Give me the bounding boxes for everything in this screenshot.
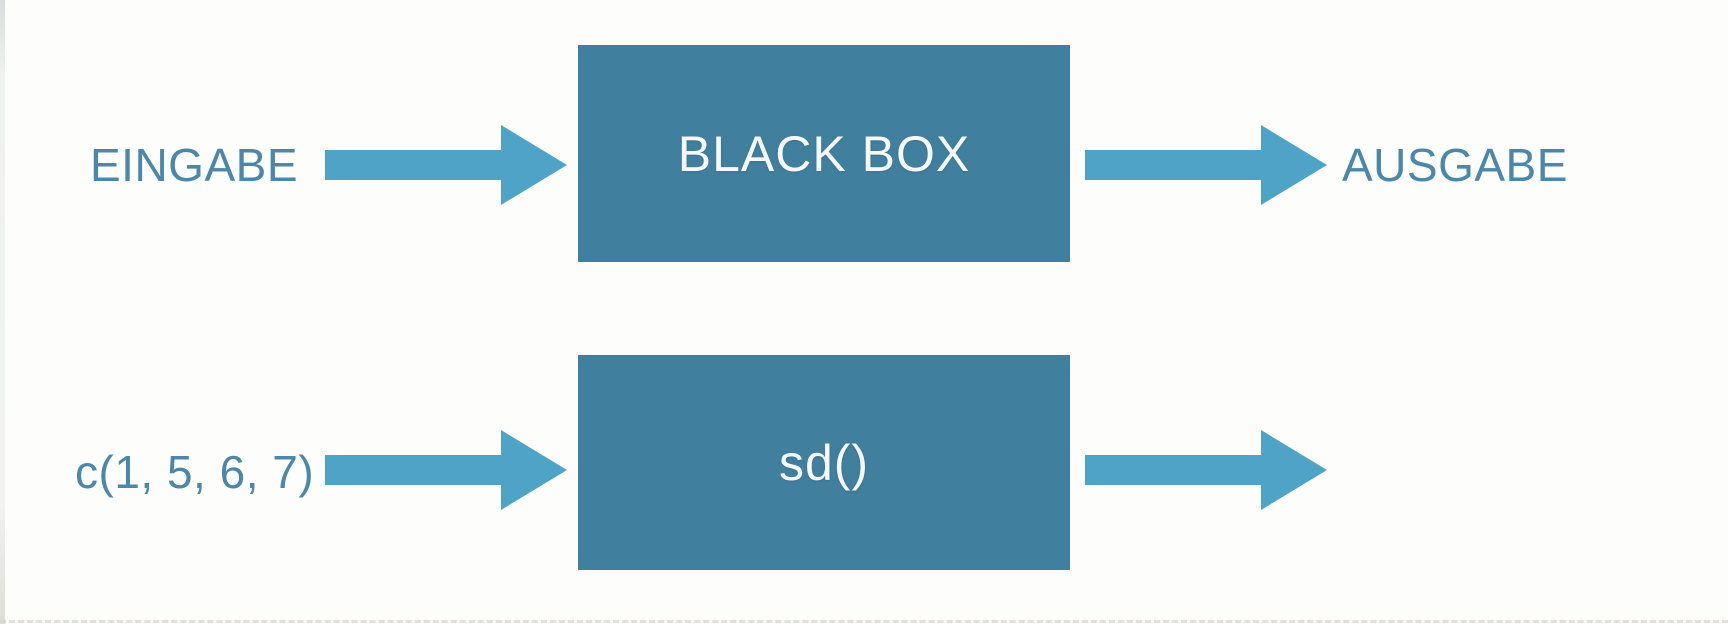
function-box: sd()	[578, 355, 1070, 570]
function-box-label: sd()	[778, 434, 870, 491]
black-box-label: BLACK BOX	[677, 125, 971, 182]
right-arrow-shape	[1085, 125, 1327, 205]
row2-input-right-arrow-icon	[325, 430, 567, 510]
right-arrow-shape	[325, 430, 567, 510]
row1-input-right-arrow-icon	[325, 125, 567, 205]
screen-edge-artifact-left	[0, 0, 5, 624]
row2-input-label: c(1, 5, 6, 7)	[75, 446, 315, 498]
row1-output-right-arrow-icon	[1085, 125, 1327, 205]
screen-edge-artifact-bottom	[0, 620, 1728, 623]
right-arrow-shape	[325, 125, 567, 205]
black-box: BLACK BOX	[578, 45, 1070, 262]
row2-output-right-arrow-icon	[1085, 430, 1327, 510]
right-arrow-shape	[1085, 430, 1327, 510]
row1-input-label: EINGABE	[90, 139, 299, 191]
row1-output-label: AUSGABE	[1342, 139, 1568, 191]
